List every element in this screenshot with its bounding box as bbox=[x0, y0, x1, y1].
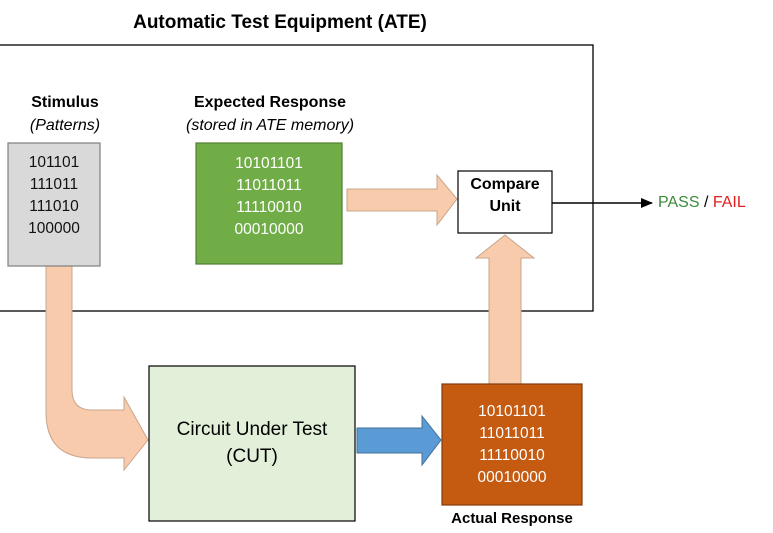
actual-response-label: Actual Response bbox=[451, 510, 573, 527]
stimulus-to-cut-arrow bbox=[45, 265, 149, 472]
stimulus-pattern: 101101 bbox=[28, 154, 80, 171]
expected-pattern: 11110010 bbox=[236, 199, 302, 216]
compare-unit-line2: Unit bbox=[489, 198, 521, 215]
expected-pattern: 00010000 bbox=[234, 221, 304, 238]
actual-to-compare-arrow bbox=[474, 234, 536, 385]
stimulus-subheading: (Patterns) bbox=[29, 117, 101, 134]
compare-unit-line1: Compare bbox=[470, 176, 540, 193]
cut-box bbox=[148, 365, 356, 522]
stimulus-pattern: 111010 bbox=[29, 198, 79, 215]
cut-line1: Circuit Under Test bbox=[176, 419, 328, 440]
compare-unit-box bbox=[457, 170, 553, 234]
actual-pattern: 10101101 bbox=[478, 403, 546, 420]
actual-pattern: 00010000 bbox=[477, 469, 547, 486]
expected-response-subheading: (stored in ATE memory) bbox=[185, 117, 355, 134]
stimulus-patterns: 101101 111011 111010 100000 bbox=[8, 152, 100, 240]
ate-boundary bbox=[0, 44, 594, 312]
diagram-title: Automatic Test Equipment (ATE) bbox=[133, 12, 427, 33]
actual-response-box bbox=[441, 383, 583, 506]
stimulus-pattern: 100000 bbox=[28, 220, 80, 237]
expected-pattern: 10101101 bbox=[235, 155, 303, 172]
cut-to-actual-arrow bbox=[356, 414, 442, 467]
result-separator: / bbox=[703, 194, 709, 211]
stimulus-heading: Stimulus bbox=[31, 94, 99, 111]
expected-response-patterns: 10101101 11011011 11110010 00010000 bbox=[196, 153, 342, 241]
expected-response-box bbox=[195, 142, 343, 265]
fail-label: FAIL bbox=[712, 194, 746, 211]
pass-label: PASS bbox=[658, 194, 700, 211]
stimulus-box bbox=[7, 142, 101, 267]
stimulus-pattern: 111011 bbox=[29, 176, 79, 193]
cut-line2: (CUT) bbox=[226, 446, 278, 467]
expected-response-heading: Expected Response bbox=[193, 94, 347, 111]
actual-response-patterns: 10101101 11011011 11110010 00010000 bbox=[442, 401, 582, 489]
expected-to-compare-arrow bbox=[346, 173, 458, 227]
result-label: PASS / FAIL bbox=[658, 194, 746, 212]
compare-unit-label: Compare Unit bbox=[458, 174, 552, 218]
actual-pattern: 11110010 bbox=[479, 447, 545, 464]
actual-pattern: 11011011 bbox=[479, 425, 545, 442]
expected-pattern: 11011011 bbox=[236, 177, 302, 194]
cut-label: Circuit Under Test (CUT) bbox=[149, 416, 355, 470]
